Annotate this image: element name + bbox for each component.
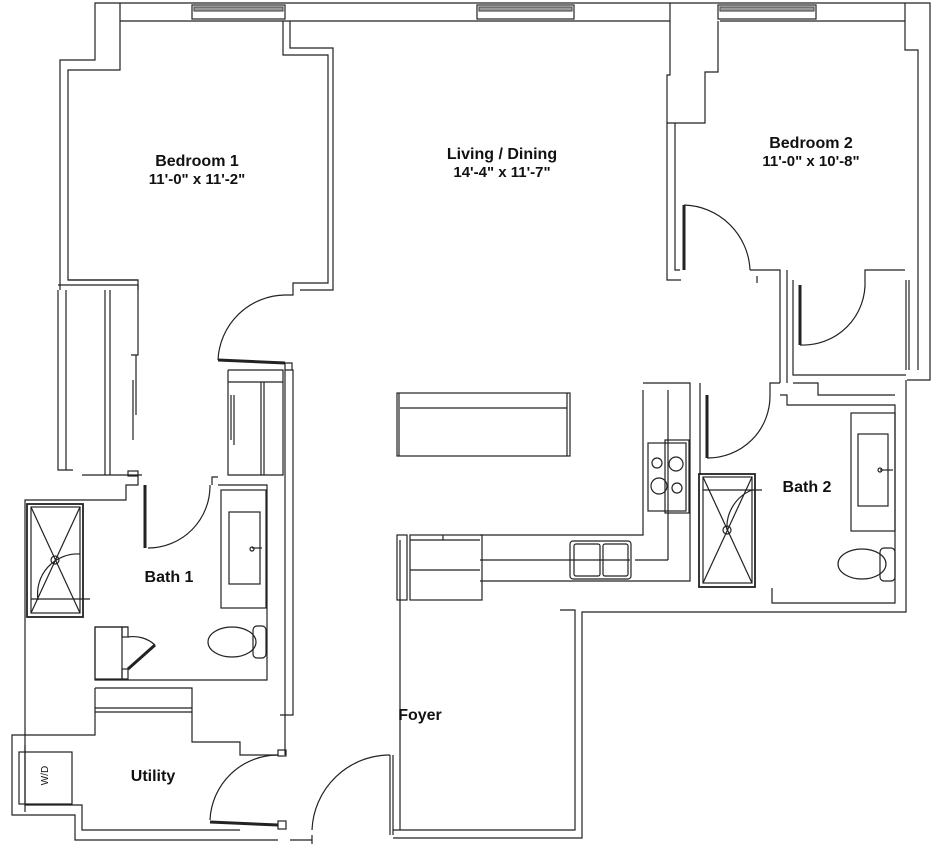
- room-name: Bedroom 1: [155, 153, 239, 170]
- room-label-living-dining: Living / Dining 14'-4" x 11'-7": [447, 145, 557, 182]
- room-label-bath-2: Bath 2: [783, 478, 832, 497]
- foyer-walls: [290, 380, 907, 844]
- room-label-utility: Utility: [131, 767, 175, 786]
- kitchen: [396, 382, 691, 601]
- closet-bedroom-1: [57, 284, 142, 477]
- bath-1-walls: [24, 475, 268, 812]
- room-dimensions: 14'-4" x 11'-7": [453, 164, 551, 182]
- room-name: Living / Dining: [446, 146, 558, 163]
- room-name: Utility: [130, 768, 176, 785]
- room-name: Bedroom 2: [769, 135, 853, 152]
- exterior-walls: [59, 2, 931, 381]
- room-label-bath-1: Bath 1: [145, 568, 194, 587]
- room-label-bedroom-1: Bedroom 1 11'-0" x 11'-2": [149, 152, 245, 189]
- room-label-foyer: Foyer: [398, 706, 442, 725]
- bath-2-walls: [698, 382, 896, 604]
- washer-dryer-label: W/D: [40, 765, 52, 786]
- closet-hall: [227, 363, 294, 755]
- bedroom-1-walls: [68, 21, 334, 370]
- room-name: Foyer: [398, 707, 442, 724]
- utility-walls: [11, 687, 287, 841]
- bedroom-2-walls: [666, 3, 910, 396]
- windows: [191, 4, 817, 20]
- room-label-bedroom-2: Bedroom 2 11'-0" x 10'-8": [762, 134, 859, 171]
- room-dimensions: 11'-0" x 11'-2": [148, 171, 246, 189]
- room-name: Bath 2: [782, 479, 832, 496]
- room-dimensions: 11'-0" x 10'-8": [762, 153, 860, 171]
- room-name: Bath 1: [144, 569, 194, 586]
